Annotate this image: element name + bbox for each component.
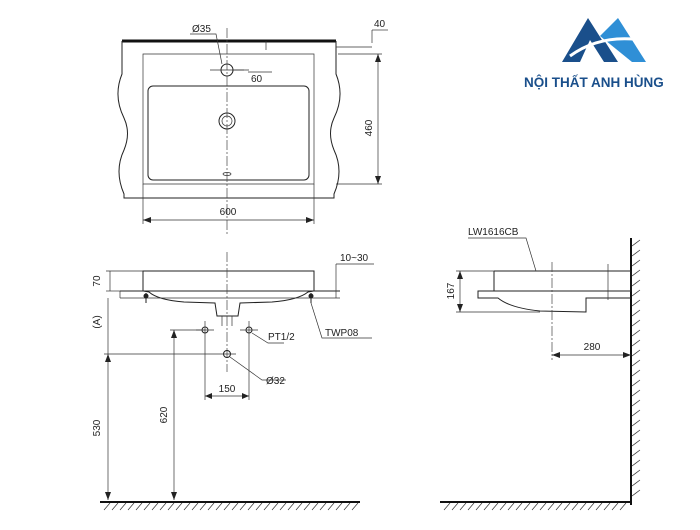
pipe-thread-label: PT1/2 — [268, 332, 295, 343]
top-view: Ø35 40 60 460 600 — [117, 19, 388, 234]
model-label: LW1616CB — [468, 227, 519, 238]
floor-hatch — [103, 502, 359, 511]
brand-name: NỘI THẤT ANH HÙNG — [524, 75, 664, 90]
drain-diameter-label: Ø32 — [266, 376, 285, 387]
basin-rim — [142, 53, 315, 185]
hole-offset-label: 60 — [251, 74, 263, 85]
counter-range-label: 10~30 — [340, 253, 369, 264]
floor-height-label: 530 — [92, 419, 103, 436]
pipe-spacing-label: 150 — [219, 384, 236, 395]
label-a: (A) — [92, 315, 103, 328]
brand-logo: NỘI THẤT ANH HÙNG — [524, 18, 664, 90]
side-basin — [477, 270, 632, 313]
hole-diameter-label: Ø35 — [192, 24, 211, 35]
top-offset-label: 40 — [374, 19, 386, 30]
mountain-logo-icon — [562, 18, 646, 62]
drain-height-label: 620 — [159, 406, 170, 423]
side-height-label: 167 — [446, 282, 457, 299]
width-label: 600 — [220, 207, 237, 218]
floor-hatch-side — [443, 502, 627, 511]
basin-bowl — [147, 85, 310, 181]
side-view: LW1616CB 167 280 — [440, 227, 641, 511]
bracket-model-label: TWP08 — [325, 328, 359, 339]
rim-height-label: 70 — [92, 275, 103, 287]
front-view: 70 10~30 TWP08 (A) PT1/2 Ø32 150 — [92, 252, 374, 511]
wall-hatch — [631, 239, 641, 497]
depth-label: 460 — [364, 119, 375, 136]
projection-label: 280 — [584, 342, 601, 353]
front-basin — [142, 270, 315, 317]
basin-outline — [117, 41, 341, 199]
